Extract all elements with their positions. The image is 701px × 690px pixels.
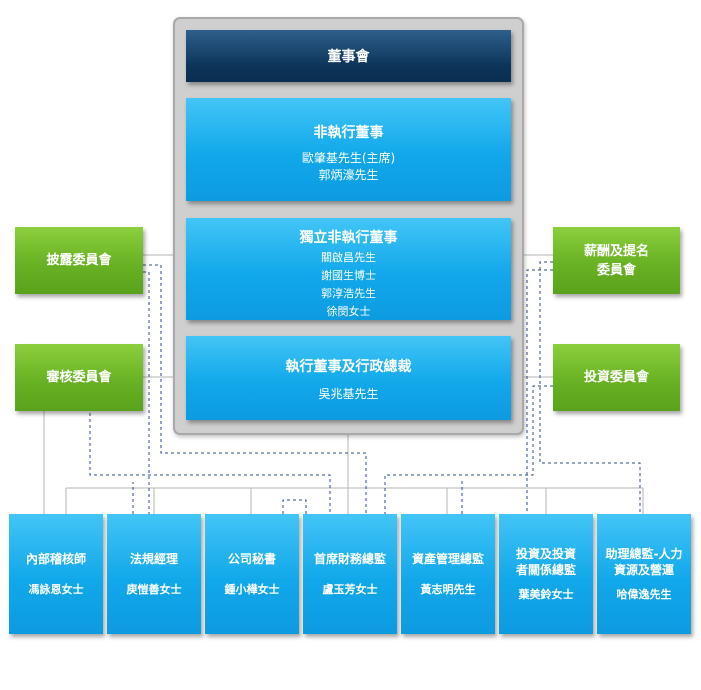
officer-name: 庾愷善女士 (126, 583, 182, 596)
board-title-label: 董事會 (327, 49, 370, 65)
director-name: 謝國生博士 (321, 269, 376, 282)
officer-name: 馮詠恩女士 (28, 583, 84, 596)
officer-name: 盧玉芳女士 (322, 583, 378, 596)
officer-name: 黃志明先生 (420, 583, 476, 596)
independent-title: 獨立非執行董事 (299, 230, 398, 246)
director-name: 徐閔女士 (326, 305, 371, 318)
board-title: 董事會 (186, 30, 511, 82)
officer-title: 內部稽核師 (25, 552, 86, 566)
officer-box-company-secretary: 公司秘書 鍾小樺女士 (205, 514, 299, 634)
disclosure-committee-box: 披露委員會 (15, 227, 143, 294)
disclosure-committee-label: 披露委員會 (46, 253, 112, 268)
investment-committee-label: 投資委員會 (583, 370, 649, 385)
investment-committee-box: 投資委員會 (553, 344, 680, 411)
dashed-reporting-lines (89, 261, 641, 514)
director-name: 關啟昌先生 (321, 251, 376, 264)
officer-title: 法規經理 (129, 552, 178, 566)
officer-title: 公司秘書 (227, 552, 276, 566)
officer-title: 首席財務總監 (313, 552, 386, 566)
officer-box-asset-management: 資產管理總監 黃志明先生 (401, 514, 495, 634)
director-name: 吳兆基先生 (318, 387, 379, 401)
officer-name: 葉美鈴女士 (518, 588, 574, 601)
remuneration-committee-label: 薪酬及提名 (583, 243, 649, 259)
officer-box-internal-auditor: 內部稽核師 馮詠恩女士 (9, 514, 103, 634)
director-name: 郭炳濠先生 (318, 168, 379, 182)
non-executive-title: 非執行董事 (313, 125, 384, 141)
non-executive-directors-box: 非執行董事 歐肇基先生(主席) 郭炳濠先生 (186, 98, 511, 201)
officer-title: 者關係總監 (515, 563, 576, 577)
officer-box-hr-operations: 助理總監-人力 資源及營運 哈偉逸先生 (597, 514, 691, 634)
officer-box-compliance-manager: 法規經理 庾愷善女士 (107, 514, 201, 634)
officer-title: 資源及營運 (613, 563, 674, 577)
solid-reporting-lines (43, 254, 644, 514)
remuneration-committee-label: 委員會 (596, 262, 636, 278)
remuneration-committee-box: 薪酬及提名 委員會 (553, 227, 680, 294)
officer-title: 助理總監-人力 (605, 547, 683, 561)
officer-title: 投資及投資 (515, 547, 576, 561)
audit-committee-label: 審核委員會 (46, 370, 112, 385)
officer-title: 資產管理總監 (411, 552, 484, 566)
officer-name: 鍾小樺女士 (224, 583, 280, 596)
officer-name: 哈偉逸先生 (616, 588, 672, 601)
officer-box-investor-relations: 投資及投資 者關係總監 葉美鈴女士 (499, 514, 593, 634)
independent-directors-box: 獨立非執行董事 關啟昌先生 謝國生博士 郭淳浩先生 徐閔女士 (186, 218, 511, 320)
executive-title: 執行董事及行政總裁 (285, 359, 412, 375)
audit-committee-box: 審核委員會 (15, 344, 143, 411)
director-name: 歐肇基先生(主席) (301, 151, 396, 165)
officer-box-cfo: 首席財務總監 盧玉芳女士 (303, 514, 397, 634)
director-name: 郭淳浩先生 (321, 287, 376, 300)
executive-director-box: 執行董事及行政總裁 吳兆基先生 (186, 336, 511, 420)
